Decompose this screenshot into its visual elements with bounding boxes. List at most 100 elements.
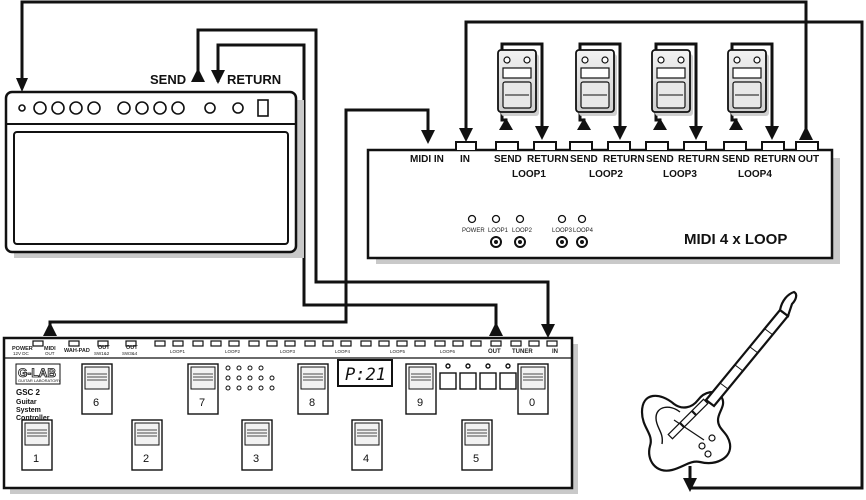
arrow-amp-send [191, 68, 205, 82]
loop-unit-leds: POWER LOOP1 LOOP2 LOOP3 LOOP4 [462, 214, 594, 248]
footswitch-number: 4 [363, 453, 369, 465]
glab-logo: G-LAB GUITAR LABORATORY [15, 363, 61, 385]
footswitch-number: 1 [33, 453, 39, 465]
cable-guitar-to-in [464, 20, 864, 490]
loop-send-arrow [577, 118, 591, 130]
footswitch-number: 6 [93, 397, 99, 409]
loop-return-arrow [535, 126, 549, 140]
controller-display: P:21 [337, 359, 393, 387]
loop-switcher: MIDI 4 x LOOP MIDI IN IN SEND RETURN SEN… [366, 141, 840, 264]
footswitches: 6 7 8 9 0 1 2 3 4 5 [21, 363, 549, 471]
loop-label-2: LOOP2 [589, 169, 623, 180]
arrow-guitar [683, 478, 697, 492]
led-label-loop4: LOOP4 [573, 228, 594, 234]
jack-label-send-3: SEND [646, 154, 674, 165]
status-led [236, 365, 242, 371]
controller-jack [172, 340, 184, 347]
footswitch-8[interactable]: 8 [297, 363, 329, 415]
label-loop1: LOOP1 [170, 349, 186, 354]
footswitch-number: 0 [529, 397, 535, 409]
loop-label-4: LOOP4 [738, 169, 772, 180]
footswitch-6[interactable]: 6 [81, 363, 113, 415]
footswitch-number: 8 [309, 397, 315, 409]
status-led [225, 365, 231, 371]
label-wah: WAH-PAD [64, 348, 90, 354]
guitar-neck [704, 308, 790, 408]
jack-label-in: IN [460, 154, 470, 165]
status-led [269, 385, 275, 391]
footswitch-1[interactable]: 1 [21, 419, 53, 471]
cable-arrows [16, 68, 813, 492]
gsc2-controller: POWER 12V DC MIDI OUT WAH-PAD OUT SW1&2 … [2, 336, 578, 494]
controller-jack [322, 340, 334, 347]
loop-return-arrow [613, 126, 627, 140]
controller-jack [304, 340, 316, 347]
name-line-3: Controller [16, 415, 50, 422]
loop-return-arrow [689, 126, 703, 140]
footswitch-4[interactable]: 4 [351, 419, 383, 471]
footswitch-3[interactable]: 3 [241, 419, 273, 471]
label-power: POWER [12, 346, 33, 352]
controller-jack [192, 340, 204, 347]
status-led [258, 375, 264, 381]
name-line-1: Guitar [16, 399, 37, 406]
status-led [258, 365, 264, 371]
cable-amp-send-to-controller-in [196, 28, 550, 330]
jack-label-return-4: RETURN [754, 154, 796, 165]
label-loop6: LOOP6 [440, 349, 456, 354]
name-line-2: System [16, 407, 41, 414]
effect-pedal-4 [727, 42, 779, 140]
controller-jack [210, 340, 222, 347]
status-led [247, 385, 253, 391]
guitar-headstock [778, 290, 798, 318]
jack-label-send-2: SEND [570, 154, 598, 165]
arrow-midi-in [421, 130, 435, 144]
controller-jack [266, 340, 278, 347]
led-label-power: POWER [462, 228, 485, 234]
amp-return-label: RETURN [227, 72, 281, 87]
controller-jack [510, 340, 522, 347]
status-led [269, 375, 275, 381]
effect-pedal-3 [651, 42, 703, 140]
jack-label-out: OUT [798, 154, 819, 165]
label-out1: OUT [98, 345, 110, 351]
jack-label-return-1: RETURN [527, 154, 569, 165]
status-led [247, 375, 253, 381]
loop-label-3: LOOP3 [663, 169, 697, 180]
footswitch-7[interactable]: 7 [187, 363, 219, 415]
loop-send-arrow [729, 118, 743, 130]
footswitch-number: 5 [473, 453, 479, 465]
arrow-loop-in [459, 128, 473, 142]
label-tuner: TUNER [512, 349, 533, 355]
footswitch-2[interactable]: 2 [131, 419, 163, 471]
jack-label-return-2: RETURN [603, 154, 645, 165]
controller-jack [396, 340, 408, 347]
led-label-loop1: LOOP1 [488, 228, 509, 234]
status-led [247, 365, 253, 371]
controller-jack [434, 340, 446, 347]
footswitch-5[interactable]: 5 [461, 419, 493, 471]
arrow-controller-in [541, 324, 555, 338]
controller-jack [340, 340, 352, 347]
amp-send-label: SEND [150, 72, 186, 87]
label-midi-sub: OUT [45, 351, 55, 356]
cable-out-to-amp [20, 0, 808, 138]
controller-jack [546, 340, 558, 347]
footswitch-0[interactable]: 0 [517, 363, 549, 415]
label-in: IN [552, 349, 558, 355]
label-out1-sub: SW1&2 [94, 351, 110, 356]
logo-sub: GUITAR LABORATORY [18, 378, 61, 383]
status-led [236, 385, 242, 391]
loop-label-1: LOOP1 [512, 169, 546, 180]
controller-jack [125, 340, 137, 347]
amplifier: SEND RETURN [4, 72, 304, 258]
controller-top-jacks [32, 340, 558, 347]
model-label: GSC 2 [16, 388, 41, 397]
jack-label-midi-in: MIDI IN [410, 154, 444, 165]
controller-jack [284, 340, 296, 347]
label-loop2: LOOP2 [225, 349, 241, 354]
loop-unit-jacks [455, 141, 819, 150]
footswitch-9[interactable]: 9 [405, 363, 437, 415]
loop-unit-jack-labels: MIDI IN IN SEND RETURN SEND RETURN SEND … [410, 154, 819, 180]
